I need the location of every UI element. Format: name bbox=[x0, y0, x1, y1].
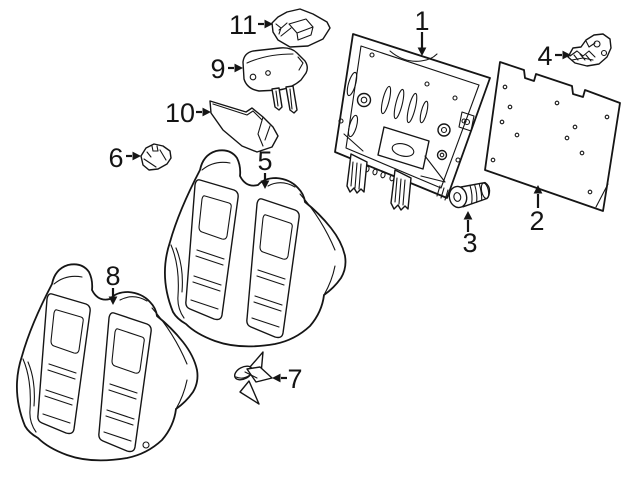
callout-9: 9 bbox=[210, 54, 243, 84]
callout-3-arrow bbox=[463, 211, 473, 232]
callout-9-number: 9 bbox=[210, 54, 225, 84]
part-6-clip bbox=[140, 143, 172, 171]
callout-1: 1 bbox=[414, 6, 430, 56]
callout-6-arrow bbox=[126, 151, 141, 161]
callout-4: 4 bbox=[537, 41, 571, 71]
part-3-bolt bbox=[448, 181, 491, 209]
callout-8-arrow bbox=[108, 288, 118, 305]
callout-6-number: 6 bbox=[108, 143, 123, 173]
callout-3-number: 3 bbox=[462, 228, 477, 258]
callout-2-number: 2 bbox=[529, 206, 544, 236]
part-11-bezel bbox=[271, 8, 331, 48]
part-2-back-panel bbox=[484, 61, 621, 212]
callout-3: 3 bbox=[462, 211, 478, 258]
part-5-seat-back-cushion bbox=[164, 149, 347, 348]
callout-8-number: 8 bbox=[105, 261, 120, 291]
callout-7-arrow bbox=[272, 373, 287, 383]
part-7-push-clip bbox=[233, 351, 273, 405]
part-1-seat-back-frame bbox=[334, 33, 491, 211]
callout-5-arrow bbox=[260, 173, 270, 189]
part-4-bracket bbox=[567, 33, 612, 67]
part-9-latch-cover bbox=[242, 47, 308, 114]
part-8-seat-back-cushion bbox=[16, 263, 199, 462]
callout-10: 10 bbox=[165, 98, 211, 128]
callout-10-number: 10 bbox=[165, 98, 195, 128]
callout-4-arrow bbox=[555, 50, 571, 60]
callout-7: 7 bbox=[272, 364, 303, 394]
callout-11-number: 11 bbox=[229, 10, 257, 40]
callout-1-arrow bbox=[417, 32, 427, 56]
callout-11-arrow bbox=[258, 19, 273, 29]
callout-2: 2 bbox=[529, 185, 545, 236]
callout-8: 8 bbox=[105, 261, 121, 305]
callout-1-number: 1 bbox=[414, 6, 429, 36]
callout-9-arrow bbox=[228, 63, 243, 73]
callout-5-number: 5 bbox=[257, 146, 272, 176]
callout-2-arrow bbox=[533, 185, 543, 208]
part-10-trim-panel bbox=[209, 100, 279, 153]
callout-7-number: 7 bbox=[287, 364, 302, 394]
callout-5: 5 bbox=[257, 146, 273, 189]
callout-4-number: 4 bbox=[537, 41, 552, 71]
callout-11: 11 bbox=[229, 10, 273, 40]
callout-6: 6 bbox=[108, 143, 141, 173]
callout-10-arrow bbox=[196, 107, 211, 117]
